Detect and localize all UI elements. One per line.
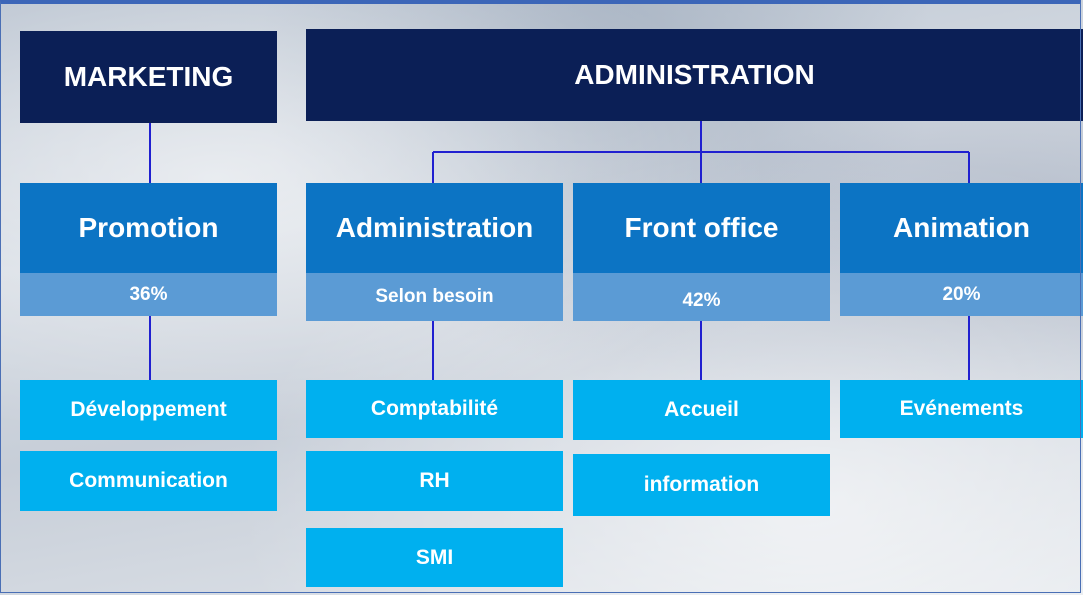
task-label: Communication [69,469,228,492]
task-box: information [573,454,830,516]
marketing-title: MARKETING [63,61,234,92]
department-front-office: Front office [573,183,830,273]
share-administration-value: Selon besoin [375,286,494,307]
task-box: RH [306,451,563,511]
administration-top-box: ADMINISTRATION [306,29,1083,121]
department-animation: Animation [840,183,1083,273]
department-administration: Administration [306,183,563,273]
share-promotion-value: 36% [129,283,168,305]
task-box: SMI [306,528,563,587]
task-label: Développement [70,398,227,421]
task-box: Développement [20,380,277,440]
task-label: RH [419,469,450,492]
department-promotion-label: Promotion [78,212,219,243]
marketing-box: MARKETING [20,31,277,123]
share-front-office-value: 42% [682,290,721,311]
task-box: Comptabilité [306,380,563,438]
share-administration: Selon besoin [306,273,563,321]
administration-top-title: ADMINISTRATION [574,59,815,90]
department-animation-label: Animation [893,212,1030,243]
department-administration-label: Administration [335,212,534,243]
task-label: information [643,473,760,496]
task-label: SMI [415,545,454,569]
share-front-office: 42% [573,273,830,321]
task-label: Evénements [899,397,1024,420]
share-promotion: 36% [20,273,277,316]
task-label: Accueil [664,398,739,421]
task-box: Communication [20,451,277,511]
task-box: Accueil [573,380,830,440]
task-box: Evénements [840,380,1083,438]
share-animation: 20% [840,273,1083,316]
task-label: Comptabilité [370,397,499,420]
share-animation-value: 20% [942,283,981,305]
department-front-office-label: Front office [624,212,779,243]
department-promotion: Promotion [20,183,277,273]
